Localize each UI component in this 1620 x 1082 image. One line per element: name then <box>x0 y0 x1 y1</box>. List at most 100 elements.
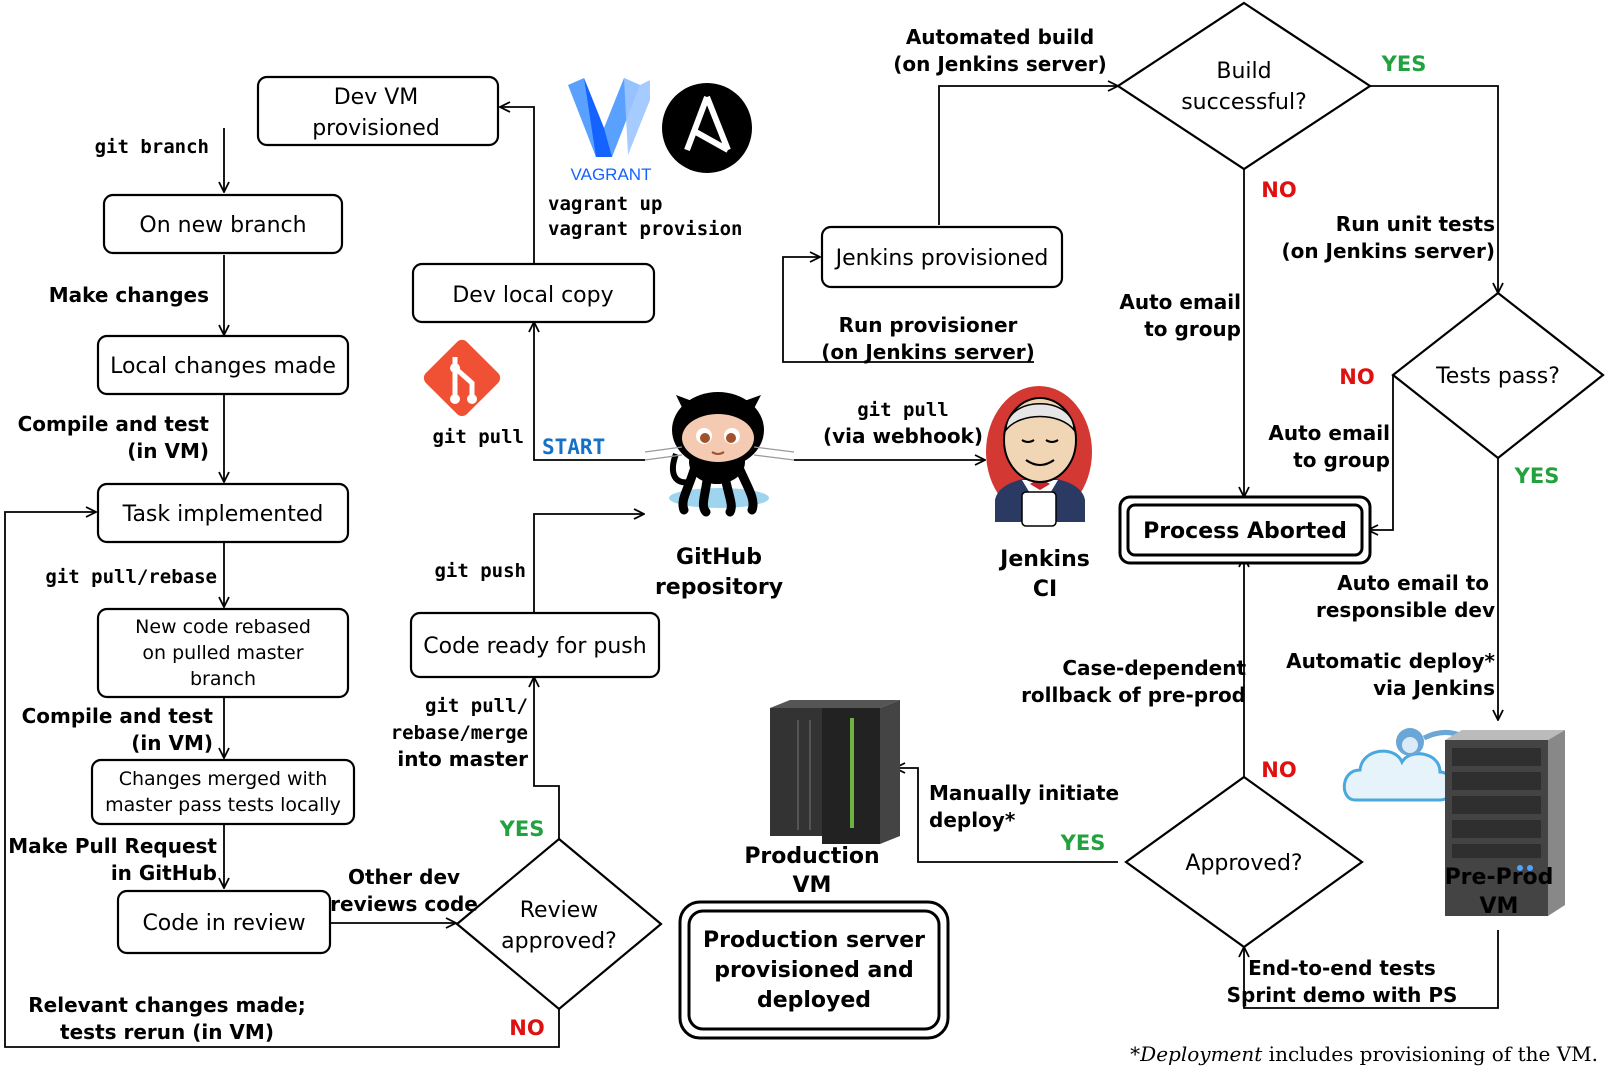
vagrant-wordmark: VAGRANT <box>571 165 652 184</box>
label-compile-test-1-line-2: (in VM) <box>127 439 209 463</box>
label-relevant-changes-line-2: tests rerun (in VM) <box>60 1020 274 1044</box>
label-make-pr-line-1: Make Pull Request <box>8 834 217 858</box>
edge-run-provisioner <box>782 257 1034 363</box>
edge-automated-build <box>938 86 1118 225</box>
node-process-aborted: Process Aborted <box>1118 495 1372 565</box>
production-server-icon <box>770 700 900 844</box>
edge-git-push <box>533 514 644 613</box>
production-deployed-line-3: deployed <box>757 988 871 1013</box>
github-label: GitHub repository <box>655 545 783 600</box>
cloud-monkey-icon <box>1342 728 1464 802</box>
build-yes: YES <box>1381 52 1427 76</box>
build-no: NO <box>1261 178 1296 202</box>
label-run-provisioner-line-1: Run provisioner <box>839 313 1018 337</box>
github-line-1: GitHub <box>676 545 762 570</box>
label-manual-deploy-line-2: deploy* <box>929 808 1016 832</box>
label-git-push: git push <box>434 560 526 582</box>
tests-pass-label: Tests pass? <box>1435 364 1560 389</box>
github-octocat-icon <box>644 392 795 517</box>
label-end-to-end-line-1: End-to-end tests <box>1248 956 1436 980</box>
label-make-pr-line-2: in GitHub <box>111 861 217 885</box>
edge-review-no-loop <box>4 512 560 1048</box>
label-unit-tests-line-2: (on Jenkins server) <box>1281 239 1495 263</box>
edge-git-pull-start <box>534 322 645 461</box>
label-git-pull-rebase-merge-line-3: into master <box>397 747 528 771</box>
node-production-deployed: Production server provisioned and deploy… <box>678 900 950 1040</box>
footnote-emph: Deployment <box>1139 1042 1263 1066</box>
node-review-approved: Review approved? <box>455 837 663 1011</box>
build-successful-line-1: Build <box>1216 59 1271 84</box>
label-unit-tests-line-1: Run unit tests <box>1336 212 1495 236</box>
node-local-changes: Local changes made <box>96 334 350 396</box>
footnote-rest: includes provisioning of the VM. <box>1262 1042 1598 1066</box>
label-start: START <box>542 435 605 459</box>
new-branch-label: On new branch <box>139 213 306 238</box>
node-rebased: New code rebased on pulled master branch <box>96 607 350 699</box>
tests-yes: YES <box>1514 464 1560 488</box>
review-no: NO <box>509 1016 544 1040</box>
edge-tests-no <box>1368 375 1394 530</box>
preprod-vm-line-2: VM <box>1480 894 1519 919</box>
label-auto-deploy-line-1: Automatic deploy* <box>1286 649 1495 673</box>
label-rollback-line-2: rollback of pre-prod <box>1021 683 1246 707</box>
label-auto-email-dev-line-2: responsible dev <box>1316 598 1495 622</box>
node-code-ready: Code ready for push <box>409 611 661 679</box>
footnote-star: * <box>1130 1042 1140 1066</box>
build-successful-line-2: successful? <box>1181 90 1307 115</box>
jenkins-label: Jenkins CI <box>998 547 1090 602</box>
label-git-pull-rebase: git pull/rebase <box>45 566 217 588</box>
jenkins-butler-icon <box>986 386 1092 527</box>
jenkins-line-2: CI <box>1033 577 1057 602</box>
node-new-branch: On new branch <box>102 193 344 255</box>
label-make-changes: Make changes <box>49 283 209 307</box>
edge-end-to-end <box>1244 930 1499 1009</box>
decision-labels: YES NO NO YES NO YES YES NO <box>499 52 1560 1040</box>
jenkins-provisioned-label: Jenkins provisioned <box>834 246 1049 271</box>
production-deployed-line-1: Production server <box>703 928 925 953</box>
approved-label: Approved? <box>1185 851 1302 876</box>
edge-local-to-devvm <box>500 107 535 263</box>
node-code-review: Code in review <box>116 889 332 955</box>
edge-review-yes-to-ready <box>534 677 560 839</box>
dev-vm-line-2: provisioned <box>312 116 440 141</box>
rebased-line-3: branch <box>190 668 256 690</box>
label-other-dev-line-1: Other dev <box>348 865 460 889</box>
node-jenkins-provisioned: Jenkins provisioned <box>820 225 1064 289</box>
label-git-branch: git branch <box>95 136 209 158</box>
node-merged: Changes merged with master pass tests lo… <box>90 758 356 826</box>
label-auto-email-dev-line-1: Auto email to <box>1337 571 1489 595</box>
node-task-implemented: Task implemented <box>96 482 350 544</box>
label-git-pull-webhook-line-2: (via webhook) <box>823 424 983 448</box>
review-approved-line-1: Review <box>520 898 599 923</box>
footnote: *Deployment includes provisioning of the… <box>1130 1042 1598 1066</box>
production-vm-label: Production VM <box>744 844 879 898</box>
git-logo <box>423 339 501 417</box>
preprod-server-icon <box>1445 730 1565 916</box>
label-rollback-line-1: Case-dependent <box>1062 656 1246 680</box>
label-auto-email-1-line-2: to group <box>1144 317 1241 341</box>
node-dev-vm: Dev VM provisioned <box>256 75 500 147</box>
label-git-pull-rebase-merge-line-2: rebase/merge <box>391 722 528 744</box>
label-vagrant-up: vagrant up <box>548 193 662 215</box>
label-git-pull-webhook-line-1: git pull <box>857 399 949 421</box>
approved-yes: YES <box>1060 831 1106 855</box>
label-compile-test-2-line-2: (in VM) <box>131 731 213 755</box>
label-end-to-end-line-2: Sprint demo with PS <box>1227 983 1458 1007</box>
label-other-dev-line-2: reviews code <box>330 892 478 916</box>
label-automated-build-line-2: (on Jenkins server) <box>893 52 1107 76</box>
dev-vm-line-1: Dev VM <box>334 85 419 110</box>
label-auto-email-2-line-2: to group <box>1293 448 1390 472</box>
label-manual-deploy-line-1: Manually initiate <box>929 781 1119 805</box>
label-git-pull-rebase-merge-line-1: git pull/ <box>425 695 528 717</box>
node-tests-pass: Tests pass? <box>1391 291 1605 460</box>
label-run-provisioner-line-2: (on Jenkins server) <box>821 340 1035 364</box>
connectors <box>4 86 1499 1048</box>
jenkins-line-1: Jenkins <box>998 547 1090 572</box>
process-aborted-label: Process Aborted <box>1143 519 1347 544</box>
merged-line-2: master pass tests locally <box>105 794 341 816</box>
code-review-label: Code in review <box>142 911 305 936</box>
label-relevant-changes-line-1: Relevant changes made; <box>28 993 305 1017</box>
preprod-vm-line-1: Pre-Prod <box>1445 865 1554 890</box>
local-changes-label: Local changes made <box>110 354 336 379</box>
production-vm-line-1: Production <box>744 844 879 869</box>
